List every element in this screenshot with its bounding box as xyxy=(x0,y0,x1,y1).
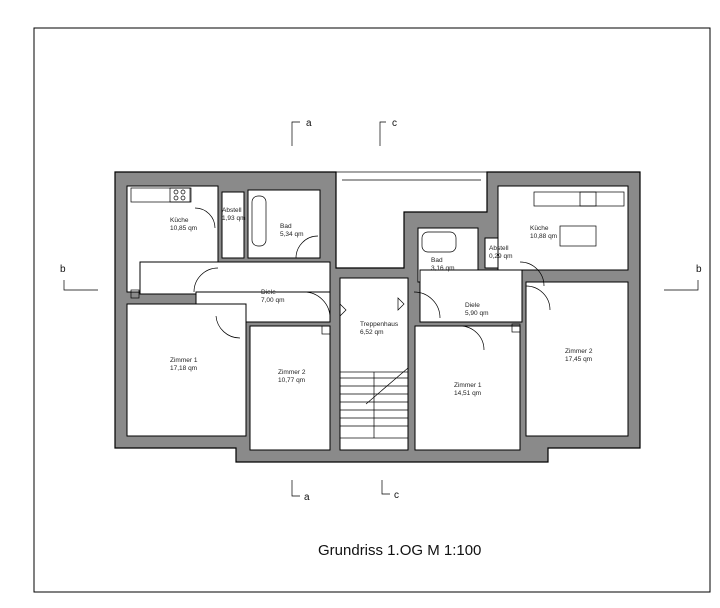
svg-text:17,18 qm: 17,18 qm xyxy=(170,365,197,372)
drawing-title: Grundriss 1.OG M 1:100 xyxy=(318,542,481,559)
svg-text:b: b xyxy=(696,264,702,275)
svg-text:10,85 qm: 10,85 qm xyxy=(170,225,197,232)
svg-text:Treppenhaus: Treppenhaus xyxy=(360,321,399,328)
drawing-frame xyxy=(33,27,711,593)
section-markers: a c a c b b xyxy=(60,118,702,503)
svg-text:Zimmer 2: Zimmer 2 xyxy=(565,348,593,355)
svg-text:b: b xyxy=(60,264,66,275)
doors xyxy=(193,207,551,351)
fixtures xyxy=(130,187,625,335)
svg-text:Zimmer 1: Zimmer 1 xyxy=(170,357,198,364)
svg-text:c: c xyxy=(392,118,397,129)
svg-text:Zimmer 1: Zimmer 1 xyxy=(454,382,482,389)
svg-text:Bad: Bad xyxy=(280,223,292,230)
svg-text:a: a xyxy=(304,492,310,503)
svg-text:14,51 qm: 14,51 qm xyxy=(454,390,481,397)
svg-text:Zimmer 2: Zimmer 2 xyxy=(278,369,306,376)
svg-text:Diele: Diele xyxy=(465,302,480,309)
svg-text:Bad: Bad xyxy=(431,257,443,264)
svg-text:1,93 qm: 1,93 qm xyxy=(222,215,246,222)
svg-text:6,52 qm: 6,52 qm xyxy=(360,329,384,336)
svg-text:Abstell: Abstell xyxy=(489,245,509,252)
svg-text:0,29 qm: 0,29 qm xyxy=(489,253,513,260)
staircase xyxy=(339,367,409,439)
svg-text:Diele: Diele xyxy=(261,289,276,296)
svg-text:5,90 qm: 5,90 qm xyxy=(465,310,489,317)
svg-text:c: c xyxy=(394,490,399,501)
svg-text:Küche: Küche xyxy=(170,217,189,224)
svg-text:3,16 qm: 3,16 qm xyxy=(431,265,455,272)
svg-text:10,77 qm: 10,77 qm xyxy=(278,377,305,384)
svg-text:Abstell: Abstell xyxy=(222,207,242,214)
rooms xyxy=(126,185,629,451)
svg-text:5,34 qm: 5,34 qm xyxy=(280,231,304,238)
svg-text:7,00 qm: 7,00 qm xyxy=(261,297,285,304)
svg-text:Küche: Küche xyxy=(530,225,549,232)
svg-text:a: a xyxy=(306,118,312,129)
svg-text:17,45 qm: 17,45 qm xyxy=(565,356,592,363)
svg-text:10,88 qm: 10,88 qm xyxy=(530,233,557,240)
